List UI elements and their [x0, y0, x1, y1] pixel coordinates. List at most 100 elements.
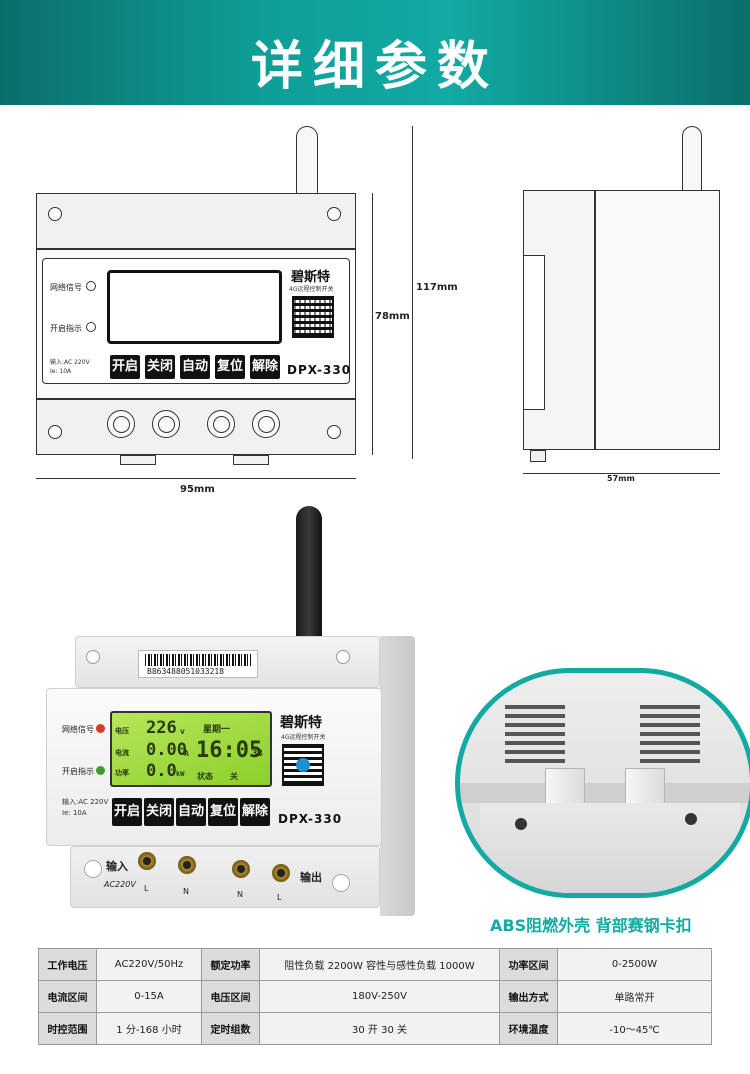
spec-key: 电压区间 — [201, 980, 260, 1013]
spec-key: 功率区间 — [499, 948, 558, 981]
photo-screw-icon — [336, 650, 350, 664]
photo-input-voltage: 输入:AC 220V — [62, 798, 109, 806]
release-key: 解除 — [250, 355, 280, 379]
on-key: 开启 — [110, 355, 140, 379]
screw-icon — [48, 207, 62, 221]
lcd-time: 16:05 — [196, 738, 263, 763]
terminal-voltage-label: AC220V — [104, 880, 136, 889]
spec-key: 电流区间 — [38, 980, 97, 1013]
photo-network-led-icon — [96, 724, 105, 733]
photo-off-key: 关闭 — [144, 798, 174, 826]
spec-key: 环境温度 — [499, 1012, 558, 1045]
back-clip-closeup — [455, 668, 750, 898]
lcd-current-label: 电流 — [115, 749, 129, 757]
total-height-line — [412, 126, 413, 459]
photo-terminal-icon — [138, 852, 156, 870]
brand-subtitle: 4G远程控制开关 — [289, 286, 334, 293]
lcd-current-unit: A — [184, 749, 189, 758]
input-spec-current: Ie: 10A — [50, 368, 72, 375]
banner-title: 详细参数 — [250, 37, 499, 97]
photo-reset-key: 复位 — [208, 798, 238, 826]
spec-key: 定时组数 — [201, 1012, 260, 1045]
spec-value: 1 分-168 小时 — [96, 1012, 202, 1045]
photo-terminal-icon — [232, 860, 250, 878]
photo-qr-center-icon — [296, 758, 310, 772]
spec-value: 0-15A — [96, 980, 202, 1013]
terminal-label-n-out: N — [237, 890, 243, 899]
terminal-label-l-out: L — [277, 893, 282, 902]
spec-value: 阻性负载 2200W 容性与感性负载 1000W — [259, 948, 500, 981]
spec-key: 额定功率 — [201, 948, 260, 981]
spec-key: 时控范围 — [38, 1012, 97, 1045]
front-body-lower — [36, 399, 356, 455]
output-label: 输出 — [300, 871, 322, 884]
model-label: DPX-330 — [287, 363, 352, 377]
table-row: 时控范围 1 分-168 小时 定时组数 30 开 30 关 环境温度 -10～… — [38, 1012, 712, 1045]
spec-key: 工作电压 — [38, 948, 97, 981]
lcd-current-value: 0.00 — [146, 740, 187, 760]
photo-input-current: Ie: 10A — [62, 809, 87, 817]
lcd-status-value: 关 — [230, 772, 238, 781]
side-body-front — [595, 190, 720, 450]
terminal-label-n-in: N — [183, 887, 189, 896]
lcd-power-label: 功率 — [115, 769, 129, 777]
spec-value: -10～45℃ — [557, 1012, 712, 1045]
front-height-label: 78mm — [375, 311, 410, 322]
spec-value: 180V-250V — [259, 980, 500, 1013]
lcd-voltage-value: 226 — [146, 718, 177, 738]
lcd-display — [110, 711, 272, 787]
terminal-icon — [107, 410, 135, 438]
width-dimension-line — [36, 478, 356, 479]
photo-power-label: 开启指示 — [62, 767, 94, 776]
power-led-icon — [86, 322, 96, 332]
screw-icon — [327, 207, 341, 221]
photo-terminal-icon — [178, 856, 196, 874]
vent-slots-left — [505, 705, 565, 765]
screw-icon — [48, 425, 62, 439]
spec-key: 输出方式 — [499, 980, 558, 1013]
side-foot — [530, 450, 546, 462]
photo-release-key: 解除 — [240, 798, 270, 826]
photo-power-led-icon — [96, 766, 105, 775]
photo-screw-icon — [84, 860, 102, 878]
display-outline — [107, 270, 282, 344]
side-width-line — [523, 473, 720, 474]
photo-screw-icon — [86, 650, 100, 664]
lcd-voltage-unit: v — [180, 727, 185, 736]
network-signal-label: 网络信号 — [50, 283, 82, 292]
terminal-icon — [207, 410, 235, 438]
spec-value: 单路常开 — [557, 980, 712, 1013]
front-body-upper — [36, 193, 356, 249]
total-height-label: 117mm — [416, 282, 458, 293]
input-label: 输入 — [106, 860, 128, 873]
photo-network-label: 网络信号 — [62, 725, 94, 734]
reset-key: 复位 — [215, 355, 245, 379]
photo-side-depth — [380, 636, 415, 916]
table-row: 工作电压 AC220V/50Hz 额定功率 阻性负载 2200W 容性与感性负载… — [38, 948, 712, 981]
power-indicator-label: 开启指示 — [50, 324, 82, 333]
barcode-label: B863488051033218 — [138, 650, 258, 678]
barcode-number: B863488051033218 — [147, 667, 225, 676]
lcd-power-unit: kW — [176, 770, 185, 778]
terminal-label-l-in: L — [144, 884, 149, 893]
side-width-label: 57mm — [607, 474, 635, 483]
photo-model-label: DPX-330 — [278, 812, 343, 826]
photo-screw-icon — [332, 874, 350, 892]
spec-value: 0-2500W — [557, 948, 712, 981]
lcd-seconds: 33 — [252, 749, 263, 759]
side-rail-notch — [523, 255, 545, 410]
photo-brand-subtitle: 4G远程控制开关 — [281, 734, 326, 741]
lcd-status-label: 状态 — [197, 772, 213, 781]
mount-hole-icon — [685, 813, 697, 825]
spec-value: AC220V/50Hz — [96, 948, 202, 981]
housing-edge — [460, 783, 750, 803]
lcd-power-value: 0.0 — [146, 761, 177, 781]
spec-value: 30 开 30 关 — [259, 1012, 500, 1045]
auto-key: 自动 — [180, 355, 210, 379]
terminal-icon — [152, 410, 180, 438]
lcd-voltage-label: 电压 — [115, 727, 129, 735]
din-clip-drawing — [120, 455, 156, 465]
photo-brand-logo: 碧斯特 — [280, 715, 322, 731]
photo-on-key: 开启 — [112, 798, 142, 826]
